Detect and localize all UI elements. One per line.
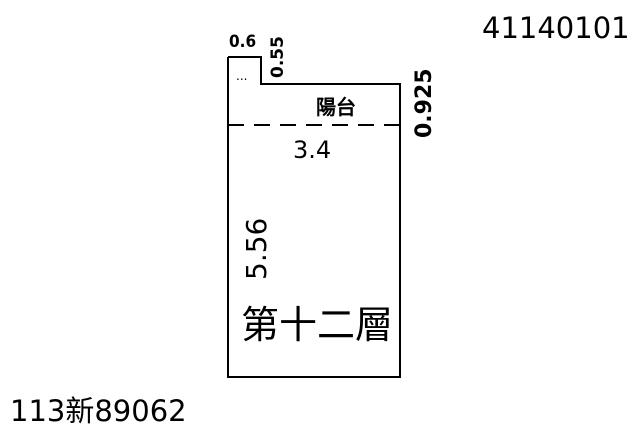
document-code-bottom: 113新89062 bbox=[10, 394, 187, 428]
dimension-room-length: 5.56 bbox=[240, 217, 273, 280]
dimension-marker: ... bbox=[236, 69, 248, 83]
floor-label: 第十二層 bbox=[241, 303, 394, 347]
plan-outline bbox=[227, 56, 401, 378]
dimension-step-height: 0.55 bbox=[268, 36, 288, 78]
dimension-step-width: 0.6 bbox=[229, 32, 257, 52]
dimension-room-width: 3.4 bbox=[293, 136, 332, 164]
balcony-label: 陽台 bbox=[316, 95, 356, 119]
dimension-balcony-depth: 0.925 bbox=[412, 68, 437, 138]
document-code-top: 41140101 bbox=[482, 11, 630, 45]
